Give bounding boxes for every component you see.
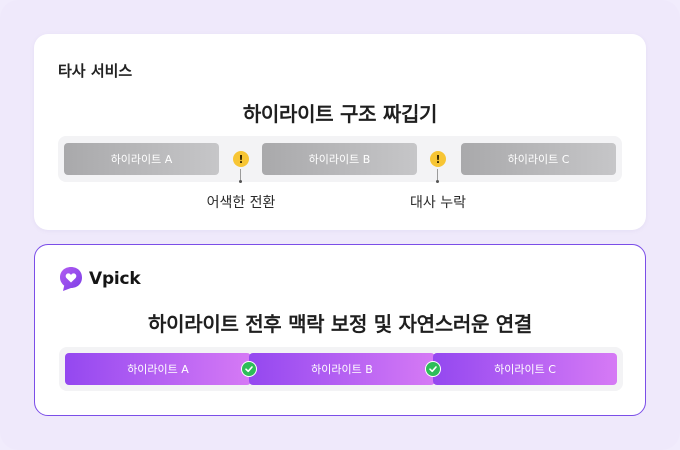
- warning-pointer: [240, 169, 241, 180]
- issue-label-transition: 어색한 전환: [206, 195, 276, 211]
- warning-pointer: [437, 169, 438, 180]
- issue-label-missing-dialogue: 대사 누락: [410, 195, 466, 211]
- brand-name: Vpick: [89, 269, 141, 289]
- warning-pointer-dot: [436, 180, 439, 183]
- heart-bubble-logo-icon: [60, 267, 82, 291]
- vpick-logo: Vpick: [59, 266, 141, 292]
- highlight-segment-a: 하이라이트 A: [64, 143, 219, 175]
- warning-icon: !: [430, 151, 446, 167]
- competitor-timeline: 하이라이트 A 하이라이트 B 하이라이트 C ! !: [58, 136, 622, 183]
- warning-pointer-dot: [239, 180, 242, 183]
- competitor-card: 타사 서비스 하이라이트 구조 짜깁기 하이라이트 A 하이라이트 B 하이라이…: [34, 34, 646, 230]
- vpick-heading: 하이라이트 전후 맥락 보정 및 자연스러운 연결: [148, 312, 532, 336]
- highlight-segment-c: 하이라이트 C: [433, 353, 617, 385]
- check-icon: [241, 361, 257, 377]
- highlight-segment-c: 하이라이트 C: [461, 143, 616, 175]
- competitor-label: 타사 서비스: [58, 62, 133, 80]
- highlight-segment-a: 하이라이트 A: [65, 353, 251, 385]
- vpick-card: Vpick 하이라이트 전후 맥락 보정 및 자연스러운 연결 하이라이트 A …: [34, 244, 646, 416]
- check-icon: [425, 361, 441, 377]
- highlight-segment-b: 하이라이트 B: [262, 143, 417, 175]
- warning-icon: !: [233, 151, 249, 167]
- competitor-heading: 하이라이트 구조 짜깁기: [242, 102, 438, 126]
- highlight-segment-b: 하이라이트 B: [249, 353, 435, 385]
- vpick-timeline: 하이라이트 A 하이라이트 B 하이라이트 C: [59, 347, 623, 391]
